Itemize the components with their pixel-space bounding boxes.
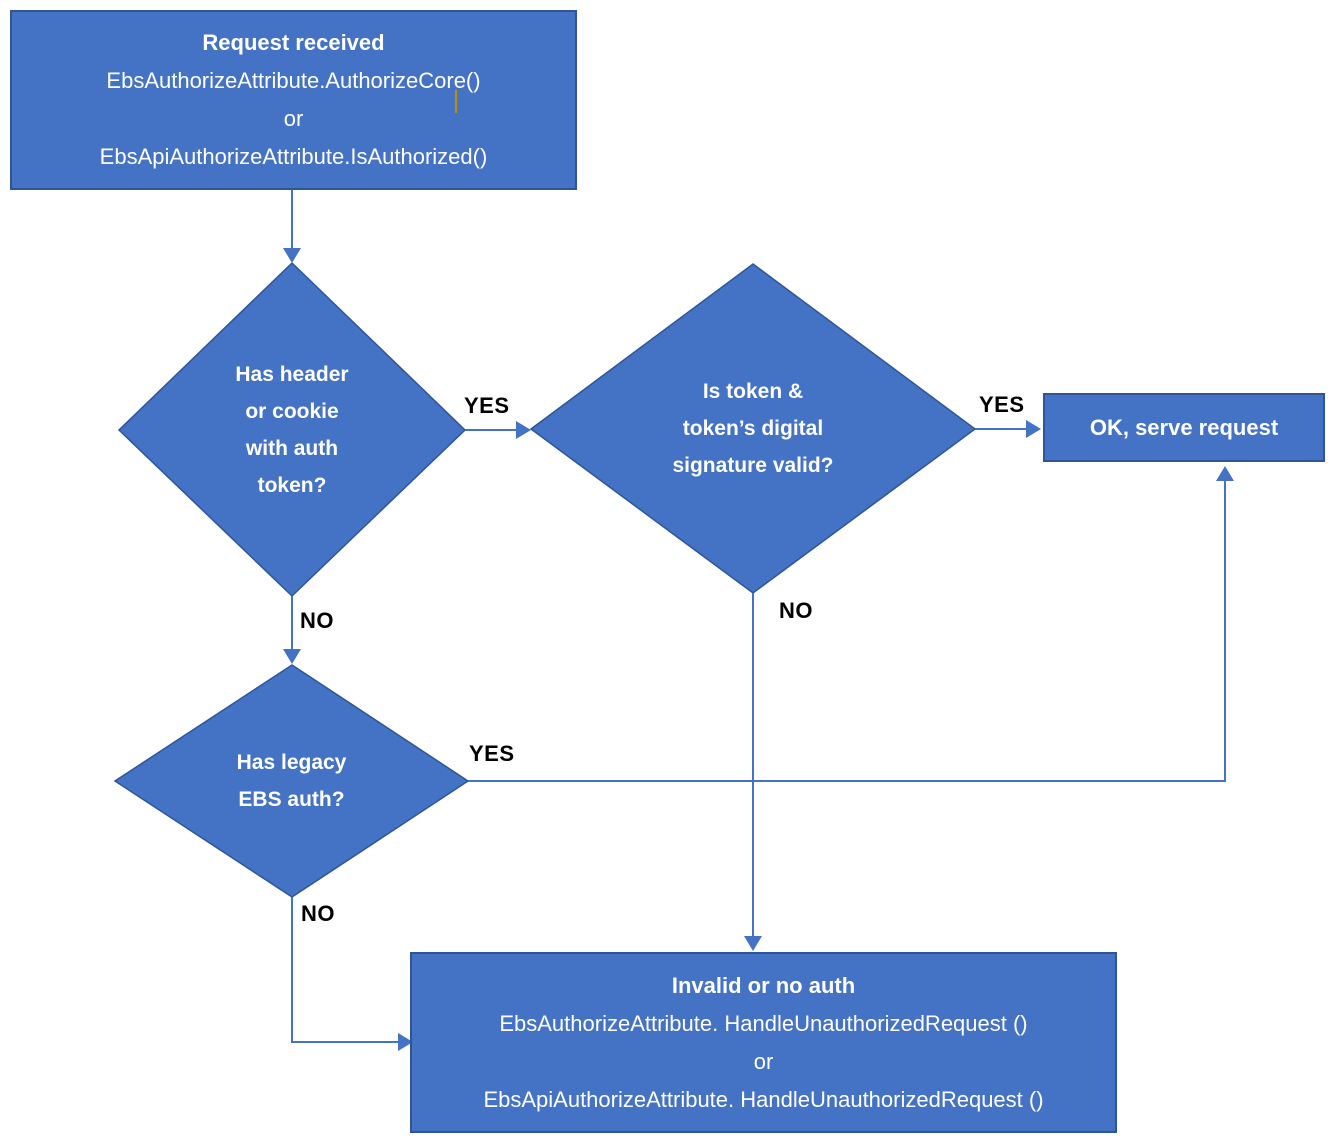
invalid-or-no-auth-line-3: or (753, 1048, 774, 1074)
edge-has-legacy-yes (468, 479, 1226, 782)
edge-label-token-valid-no: NO (779, 598, 813, 623)
edge-label-token-valid-yes: YES (979, 392, 1025, 417)
arrowhead-has-header-no (283, 649, 301, 664)
arrowhead-token-valid-no (744, 936, 762, 951)
request-received-line-4: EbsApiAuthorizeAttribute.IsAuthorized() (99, 144, 488, 169)
decision-has-legacy-shape (113, 664, 470, 898)
node-invalid-or-no-auth: Invalid or no auth EbsAuthorizeAttribute… (410, 952, 1117, 1133)
request-received-line-2: EbsAuthorizeAttribute.AuthorizeCore() (106, 68, 481, 93)
text-cursor-artifact (455, 90, 457, 113)
edge-label-has-legacy-no: NO (301, 901, 335, 926)
node-request-received: Request received EbsAuthorizeAttribute.A… (10, 10, 577, 190)
request-received-title: Request received (202, 30, 385, 55)
ok-serve-request-label: OK, serve request (1089, 414, 1279, 440)
decision-has-header-shape (117, 261, 467, 598)
request-received-line-3: or (283, 106, 304, 131)
arrowhead-token-valid-yes (1026, 420, 1041, 438)
arrowhead-has-legacy-yes (1216, 466, 1234, 481)
edge-label-has-legacy-yes: YES (469, 741, 515, 766)
edge-label-has-header-no: NO (300, 608, 334, 633)
invalid-or-no-auth-title: Invalid or no auth (671, 972, 856, 998)
arrowhead-has-header-yes (516, 421, 531, 439)
decision-token-valid-shape (529, 263, 977, 594)
node-ok-serve-request: OK, serve request (1043, 393, 1325, 462)
invalid-or-no-auth-line-2: EbsAuthorizeAttribute. HandleUnauthorize… (499, 1010, 1028, 1036)
edge-label-has-header-yes: YES (464, 393, 510, 418)
arrowhead-has-legacy-no (398, 1033, 413, 1051)
edge-has-legacy-no (291, 897, 400, 1043)
invalid-or-no-auth-line-4: EbsApiAuthorizeAttribute. HandleUnauthor… (483, 1086, 1044, 1112)
arrowhead-request-to-has-header (283, 248, 301, 263)
